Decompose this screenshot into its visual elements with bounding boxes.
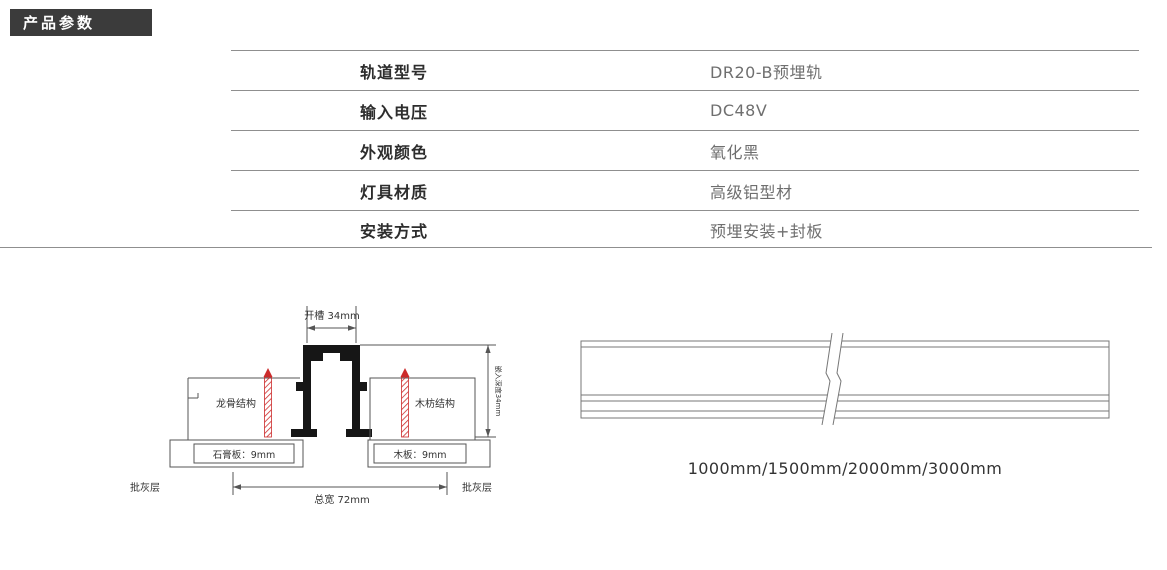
rail-profile-diagram xyxy=(580,332,1110,426)
wood-board-plate xyxy=(367,439,491,468)
keel-structure-label: 龙骨结构 xyxy=(216,397,256,410)
depth-dim-arrow-top xyxy=(485,345,491,353)
spec-value: DR20-B预埋轨 xyxy=(710,62,823,82)
table-row: 轨道型号 DR20-B预埋轨 xyxy=(231,51,1139,91)
slot-dim-label: 开槽 34mm xyxy=(304,309,359,322)
table-row: 输入电压 DC48V xyxy=(231,91,1139,131)
total-width-arrow-left xyxy=(233,484,241,490)
table-row: 外观颜色 氧化黑 xyxy=(231,131,1139,171)
rail-lengths-label: 1000mm/1500mm/2000mm/3000mm xyxy=(687,459,1003,478)
gypsum-board-label: 石膏板：9mm xyxy=(213,449,276,461)
keel-structure-outline xyxy=(187,377,300,440)
spec-label: 外观颜色 xyxy=(360,142,429,162)
total-width-dimension xyxy=(232,472,448,495)
spec-value: 氧化黑 xyxy=(710,142,760,162)
install-cross-section-diagram: 开槽 34mm 嵌入深度34mm 龙骨结构 木枋结构 xyxy=(130,306,503,506)
depth-dimension xyxy=(360,344,496,438)
wood-frame-label: 木枋结构 xyxy=(415,397,455,410)
wood-board-label: 木板：9mm xyxy=(393,449,446,461)
section-title-badge: 产品参数 xyxy=(10,9,152,36)
spec-value: 高级铝型材 xyxy=(710,182,793,202)
plaster-label-left: 批灰层 xyxy=(130,481,160,494)
spec-label: 轨道型号 xyxy=(360,62,429,82)
table-row: 灯具材质 高级铝型材 xyxy=(231,171,1139,211)
slot-dim-arrow-right xyxy=(348,325,356,331)
gypsum-board-plate xyxy=(169,439,304,468)
screw-left-icon xyxy=(263,368,273,438)
spec-table: 轨道型号 DR20-B预埋轨 输入电压 DC48V 外观颜色 氧化黑 灯具材质 … xyxy=(231,50,1139,248)
spec-label: 输入电压 xyxy=(360,102,429,122)
slot-dim-arrow-left xyxy=(307,325,315,331)
rail-block: 1000mm/1500mm/2000mm/3000mm xyxy=(580,332,1110,478)
spec-value: DC48V xyxy=(710,101,768,120)
gypsum-board-box xyxy=(193,443,295,464)
table-row: 安装方式 预埋安装+封板 xyxy=(231,211,1139,248)
depth-dim-label: 嵌入深度34mm xyxy=(494,366,503,417)
bottom-divider xyxy=(0,247,1152,248)
spec-value: 预埋安装+封板 xyxy=(710,221,823,241)
slot-dimension xyxy=(306,306,357,343)
rail-profile-lines xyxy=(580,340,1110,419)
spec-label: 灯具材质 xyxy=(360,182,429,202)
wood-board-box xyxy=(373,443,467,464)
section-title: 产品参数 xyxy=(23,14,96,32)
depth-dim-arrow-bottom xyxy=(485,429,491,437)
spec-label: 安装方式 xyxy=(360,221,429,241)
total-width-arrow-right xyxy=(439,484,447,490)
total-width-label: 总宽 72mm xyxy=(314,493,369,506)
rail-break-symbol xyxy=(821,332,844,426)
plaster-label-right: 批灰层 xyxy=(462,481,492,494)
track-profile xyxy=(291,345,372,437)
screw-right-icon xyxy=(400,368,410,438)
